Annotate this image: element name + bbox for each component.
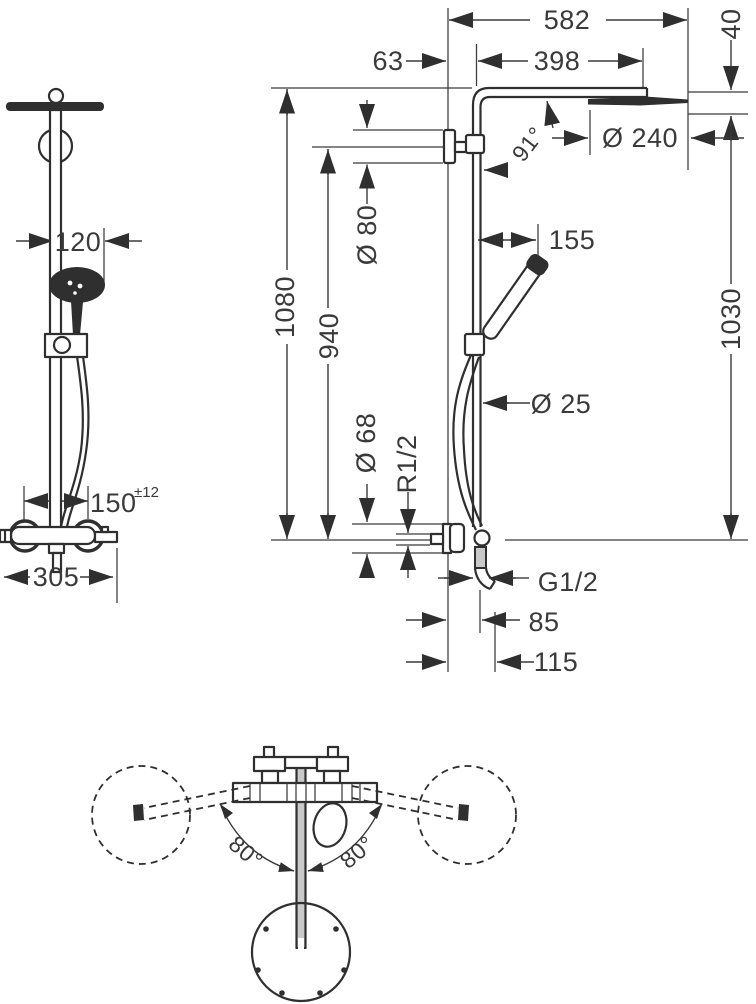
thermostat-right-union [93,530,119,544]
swivel-arm-right-dashed [351,785,469,821]
valve-body-side [448,522,466,554]
side-view: 582 398 63 Ø 240 155 Ø 25 G1/2 85 115 40… [270,5,748,677]
hanger-knob [47,87,65,105]
shower-pipe-front [48,108,63,530]
hose-connector [474,546,487,569]
hand-shower-handle-front [71,301,83,335]
union-tick [100,525,110,534]
dim-wall-to-pipe: 63 [372,46,403,76]
dim-escutcheon-diameter: Ø 68 [351,413,381,474]
wall-mount-assembly-top [231,745,379,804]
dim-flange-diameter: Ø 80 [352,205,382,266]
dim-arm-length: 398 [534,46,581,76]
dim-head-diameter: Ø 240 [602,123,678,153]
hand-shower-head-front [49,267,105,303]
spray-dot [77,283,83,289]
dim-height-head: 1030 [716,288,746,350]
dim-supply-tolerance: ±12 [134,484,159,501]
thermostat-body [9,525,97,546]
spray-dot [73,291,77,295]
side-dimension-lines [279,11,744,670]
hand-shower-hose-side [452,354,483,531]
dim-height-total: 1080 [270,276,300,338]
top-view: 80° 80° [91,745,517,1003]
dim-supply-spread: 150 [90,488,137,518]
hand-shower-side [482,254,549,340]
pipe-clamp [464,133,486,155]
dim-handshower-reach: 155 [549,225,596,255]
overhead-shower-front [6,102,104,111]
front-dimension-lines [4,233,142,585]
slider-holder-ring [52,335,72,355]
side-reference-lines [271,8,748,672]
overhead-shower-bolts [255,926,347,996]
thermostat-side [429,522,496,591]
dim-bar-offset: 120 [55,227,102,257]
thermostat-front [0,519,119,574]
overhead-shower-side [588,96,688,106]
slider-holder-side [463,332,486,357]
dim-outlet-depth: 85 [528,607,559,637]
swivel-arm-left-dashed [133,785,251,821]
dim-pipe-diameter: Ø 25 [531,389,592,419]
spray-dot [67,280,73,286]
hose-ball-joint [473,529,491,547]
hand-shower-hose-front [59,334,90,528]
swivel-position-left [91,765,191,865]
dim-arm-angle: 91° [507,122,550,167]
dim-swivel-left: 80° [224,830,269,873]
shower-pipe-side [471,86,649,527]
dim-valve-width: 305 [33,562,80,592]
dim-supply-thread: R1/2 [392,434,422,493]
dim-height-supply: 940 [314,313,344,360]
hose-outlet-nut [47,542,66,555]
front-view: 120 150 ±12 305 [0,87,159,603]
dim-depth-total: 582 [544,5,591,35]
wall-flange [442,128,457,165]
dim-head-drop: 40 [716,8,746,39]
overhead-shower-top [250,901,352,1003]
swivel-angle-arcs [219,803,383,872]
dim-hose-depth: 115 [534,647,579,677]
swivel-position-right [417,765,517,865]
valve-supply-stem [429,532,445,546]
hose-outlet-stub [51,551,63,574]
hand-shower-top [312,802,348,848]
dim-hose-thread: G1/2 [538,567,599,597]
